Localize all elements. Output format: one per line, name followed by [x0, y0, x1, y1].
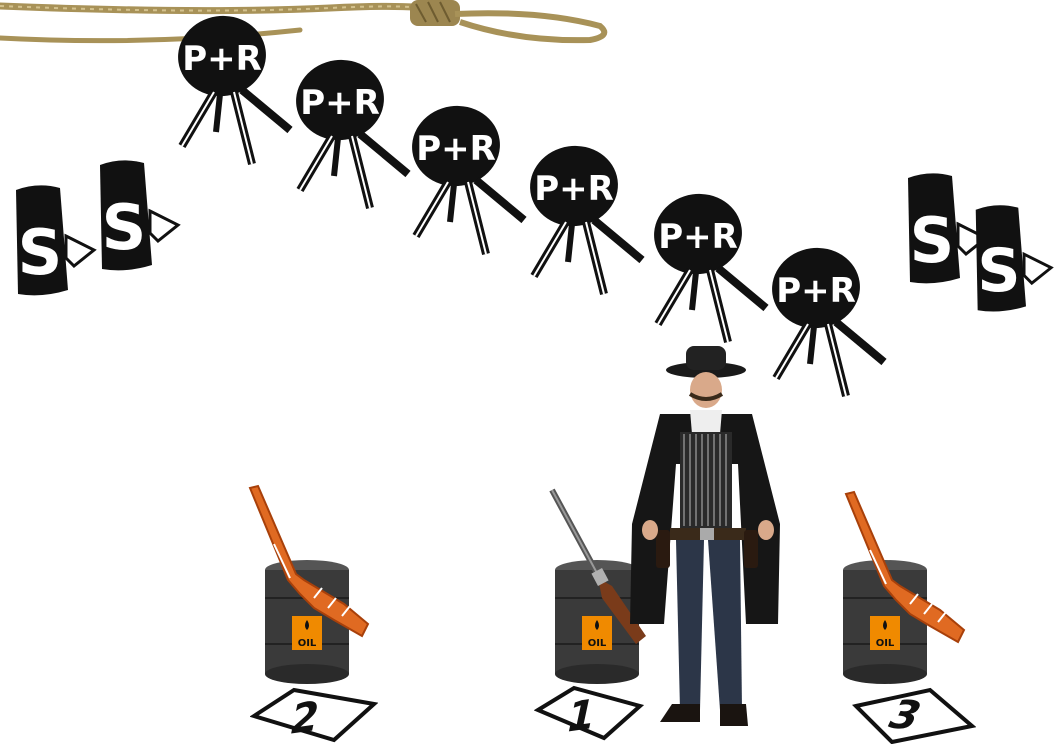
pr-target-2: P+R [290, 52, 412, 212]
rope-noose-icon [0, 0, 615, 48]
pr-label: P+R [416, 129, 496, 169]
pr-target-4: P+R [524, 138, 646, 298]
orange-rifle-outline-icon [244, 484, 374, 644]
pr-target-5: P+R [648, 186, 770, 346]
ss-target-1: S [8, 180, 98, 302]
pr-label: P+R [182, 39, 262, 79]
cowboy-shooter-icon [620, 344, 790, 734]
ss-target-2: S [92, 155, 182, 277]
pr-label: P+R [300, 83, 380, 123]
pr-label: P+R [776, 271, 856, 311]
ss-label: S [977, 236, 1020, 306]
position-marker-2: 2 [250, 686, 378, 744]
position-marker-1: 1 [534, 684, 644, 742]
orange-rifle-outline-icon [840, 490, 970, 650]
ss-label: S [18, 216, 63, 289]
position-marker-3: 3 [852, 686, 976, 744]
pr-target-1: P+R [172, 8, 294, 168]
pr-label: P+R [534, 169, 614, 209]
ss-label: S [910, 204, 955, 277]
pr-target-3: P+R [406, 98, 528, 258]
ss-label: S [102, 191, 147, 264]
ss-target-4: S [968, 198, 1055, 320]
pr-label: P+R [658, 217, 738, 257]
